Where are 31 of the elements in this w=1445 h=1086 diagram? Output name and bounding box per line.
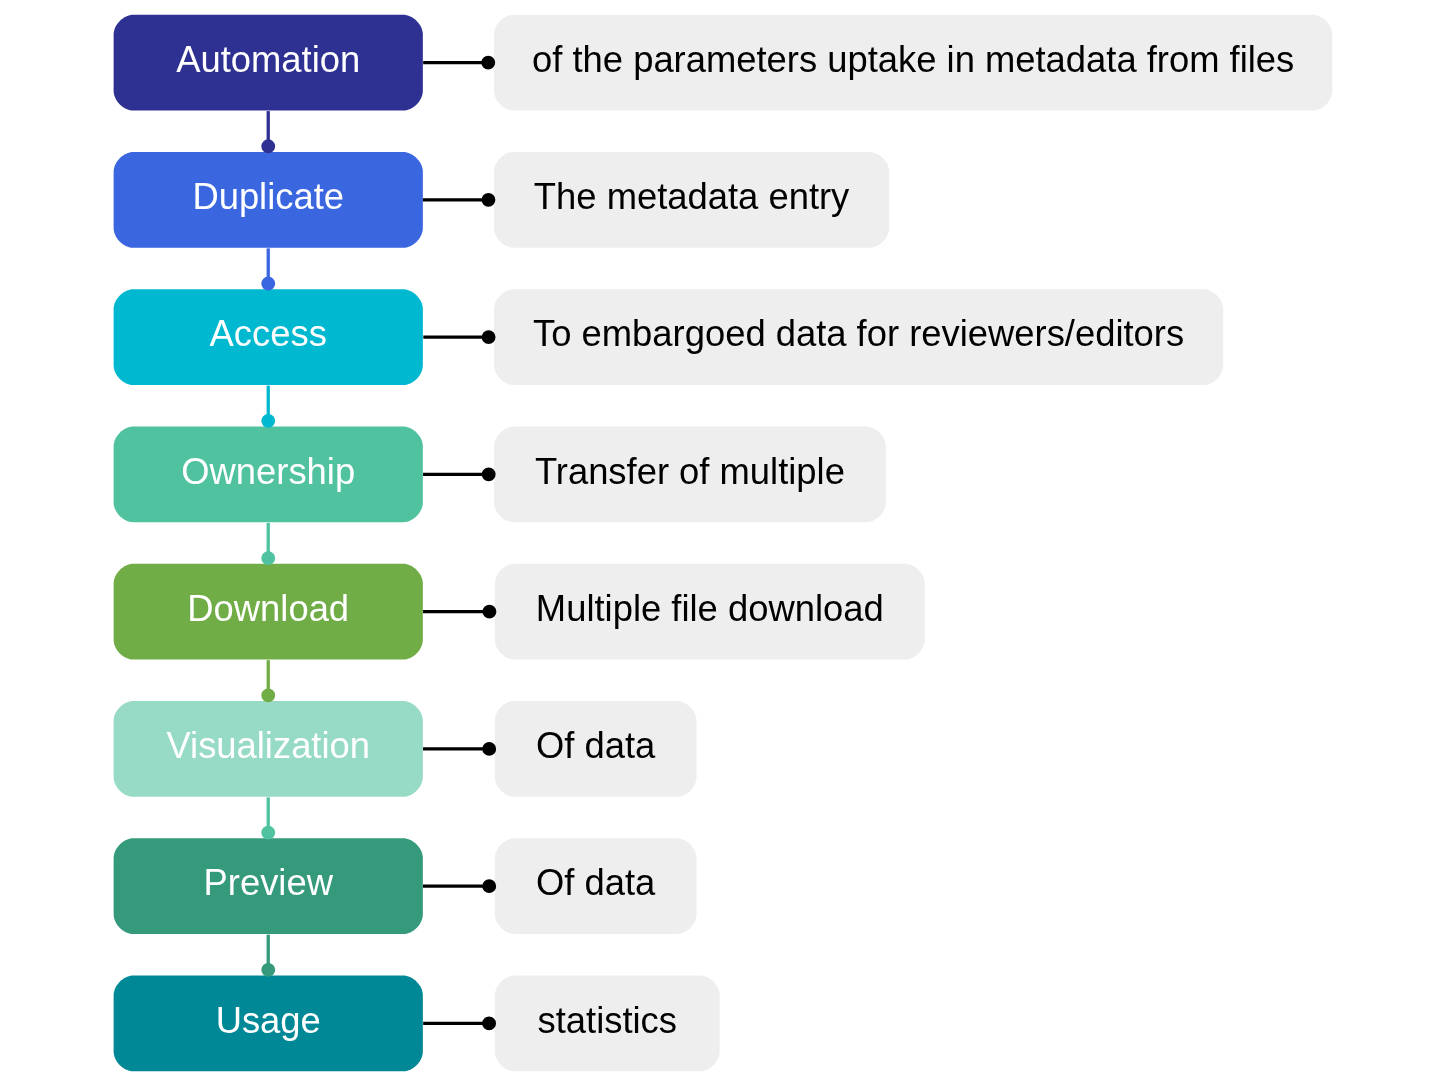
node-box: Automation xyxy=(113,14,423,111)
node-box: Download xyxy=(113,563,423,660)
connector xyxy=(422,1016,496,1031)
connector xyxy=(260,111,275,154)
node-box: Ownership xyxy=(113,426,423,523)
node-box: Multiple file download xyxy=(494,563,925,660)
node-box: Visualization xyxy=(113,700,423,797)
node-box: To embargoed data for reviewers/editors xyxy=(493,289,1223,386)
node-box: Usage xyxy=(113,975,423,1072)
node-box: Of data xyxy=(494,700,697,797)
connector xyxy=(260,385,275,428)
node-box: Preview xyxy=(113,838,423,935)
connector xyxy=(260,660,275,703)
connector xyxy=(422,741,496,756)
node-box: Transfer of multiple xyxy=(493,426,886,523)
node-box: Of data xyxy=(494,838,697,935)
node-box: of the parameters uptake in metadata from files xyxy=(493,14,1332,111)
connector xyxy=(422,467,496,482)
connector xyxy=(422,192,495,207)
connector xyxy=(260,248,275,291)
node-box: Access xyxy=(113,289,423,386)
connector xyxy=(422,604,496,619)
connector xyxy=(422,55,495,70)
node-box: Duplicate xyxy=(113,151,423,248)
connector xyxy=(422,879,496,894)
connector xyxy=(260,797,275,840)
node-box: The metadata entry xyxy=(493,151,889,248)
node-box: statistics xyxy=(494,975,720,1072)
connector xyxy=(260,522,275,566)
connector xyxy=(422,330,496,345)
connector xyxy=(260,934,275,977)
